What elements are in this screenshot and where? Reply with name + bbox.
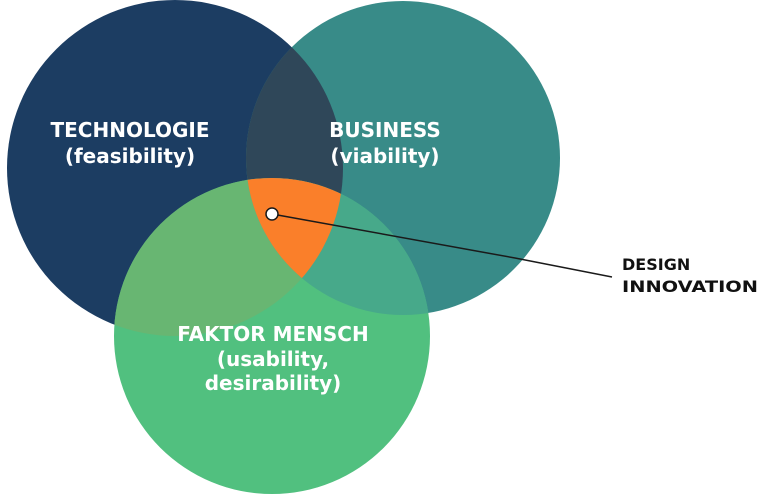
design-innovation-label-line2: INNOVATION (622, 277, 758, 296)
design-innovation-label-line1: DESIGN (622, 255, 690, 274)
technology-subtitle: (feasibility) (65, 144, 195, 168)
callout-dot (265, 207, 279, 221)
callout-line (271, 213, 613, 278)
technology-human-overlap (114, 178, 343, 336)
human-factor-title: FAKTOR MENSCH (177, 322, 368, 346)
technology-title: TECHNOLOGIE (50, 118, 209, 142)
business-title: BUSINESS (329, 118, 441, 142)
business-human-overlap (246, 178, 430, 315)
human-factor-subtitle-line1: (usability, (217, 347, 329, 371)
human-factor-subtitle-line2: desirability) (205, 371, 342, 395)
business-subtitle: (viability) (330, 144, 439, 168)
